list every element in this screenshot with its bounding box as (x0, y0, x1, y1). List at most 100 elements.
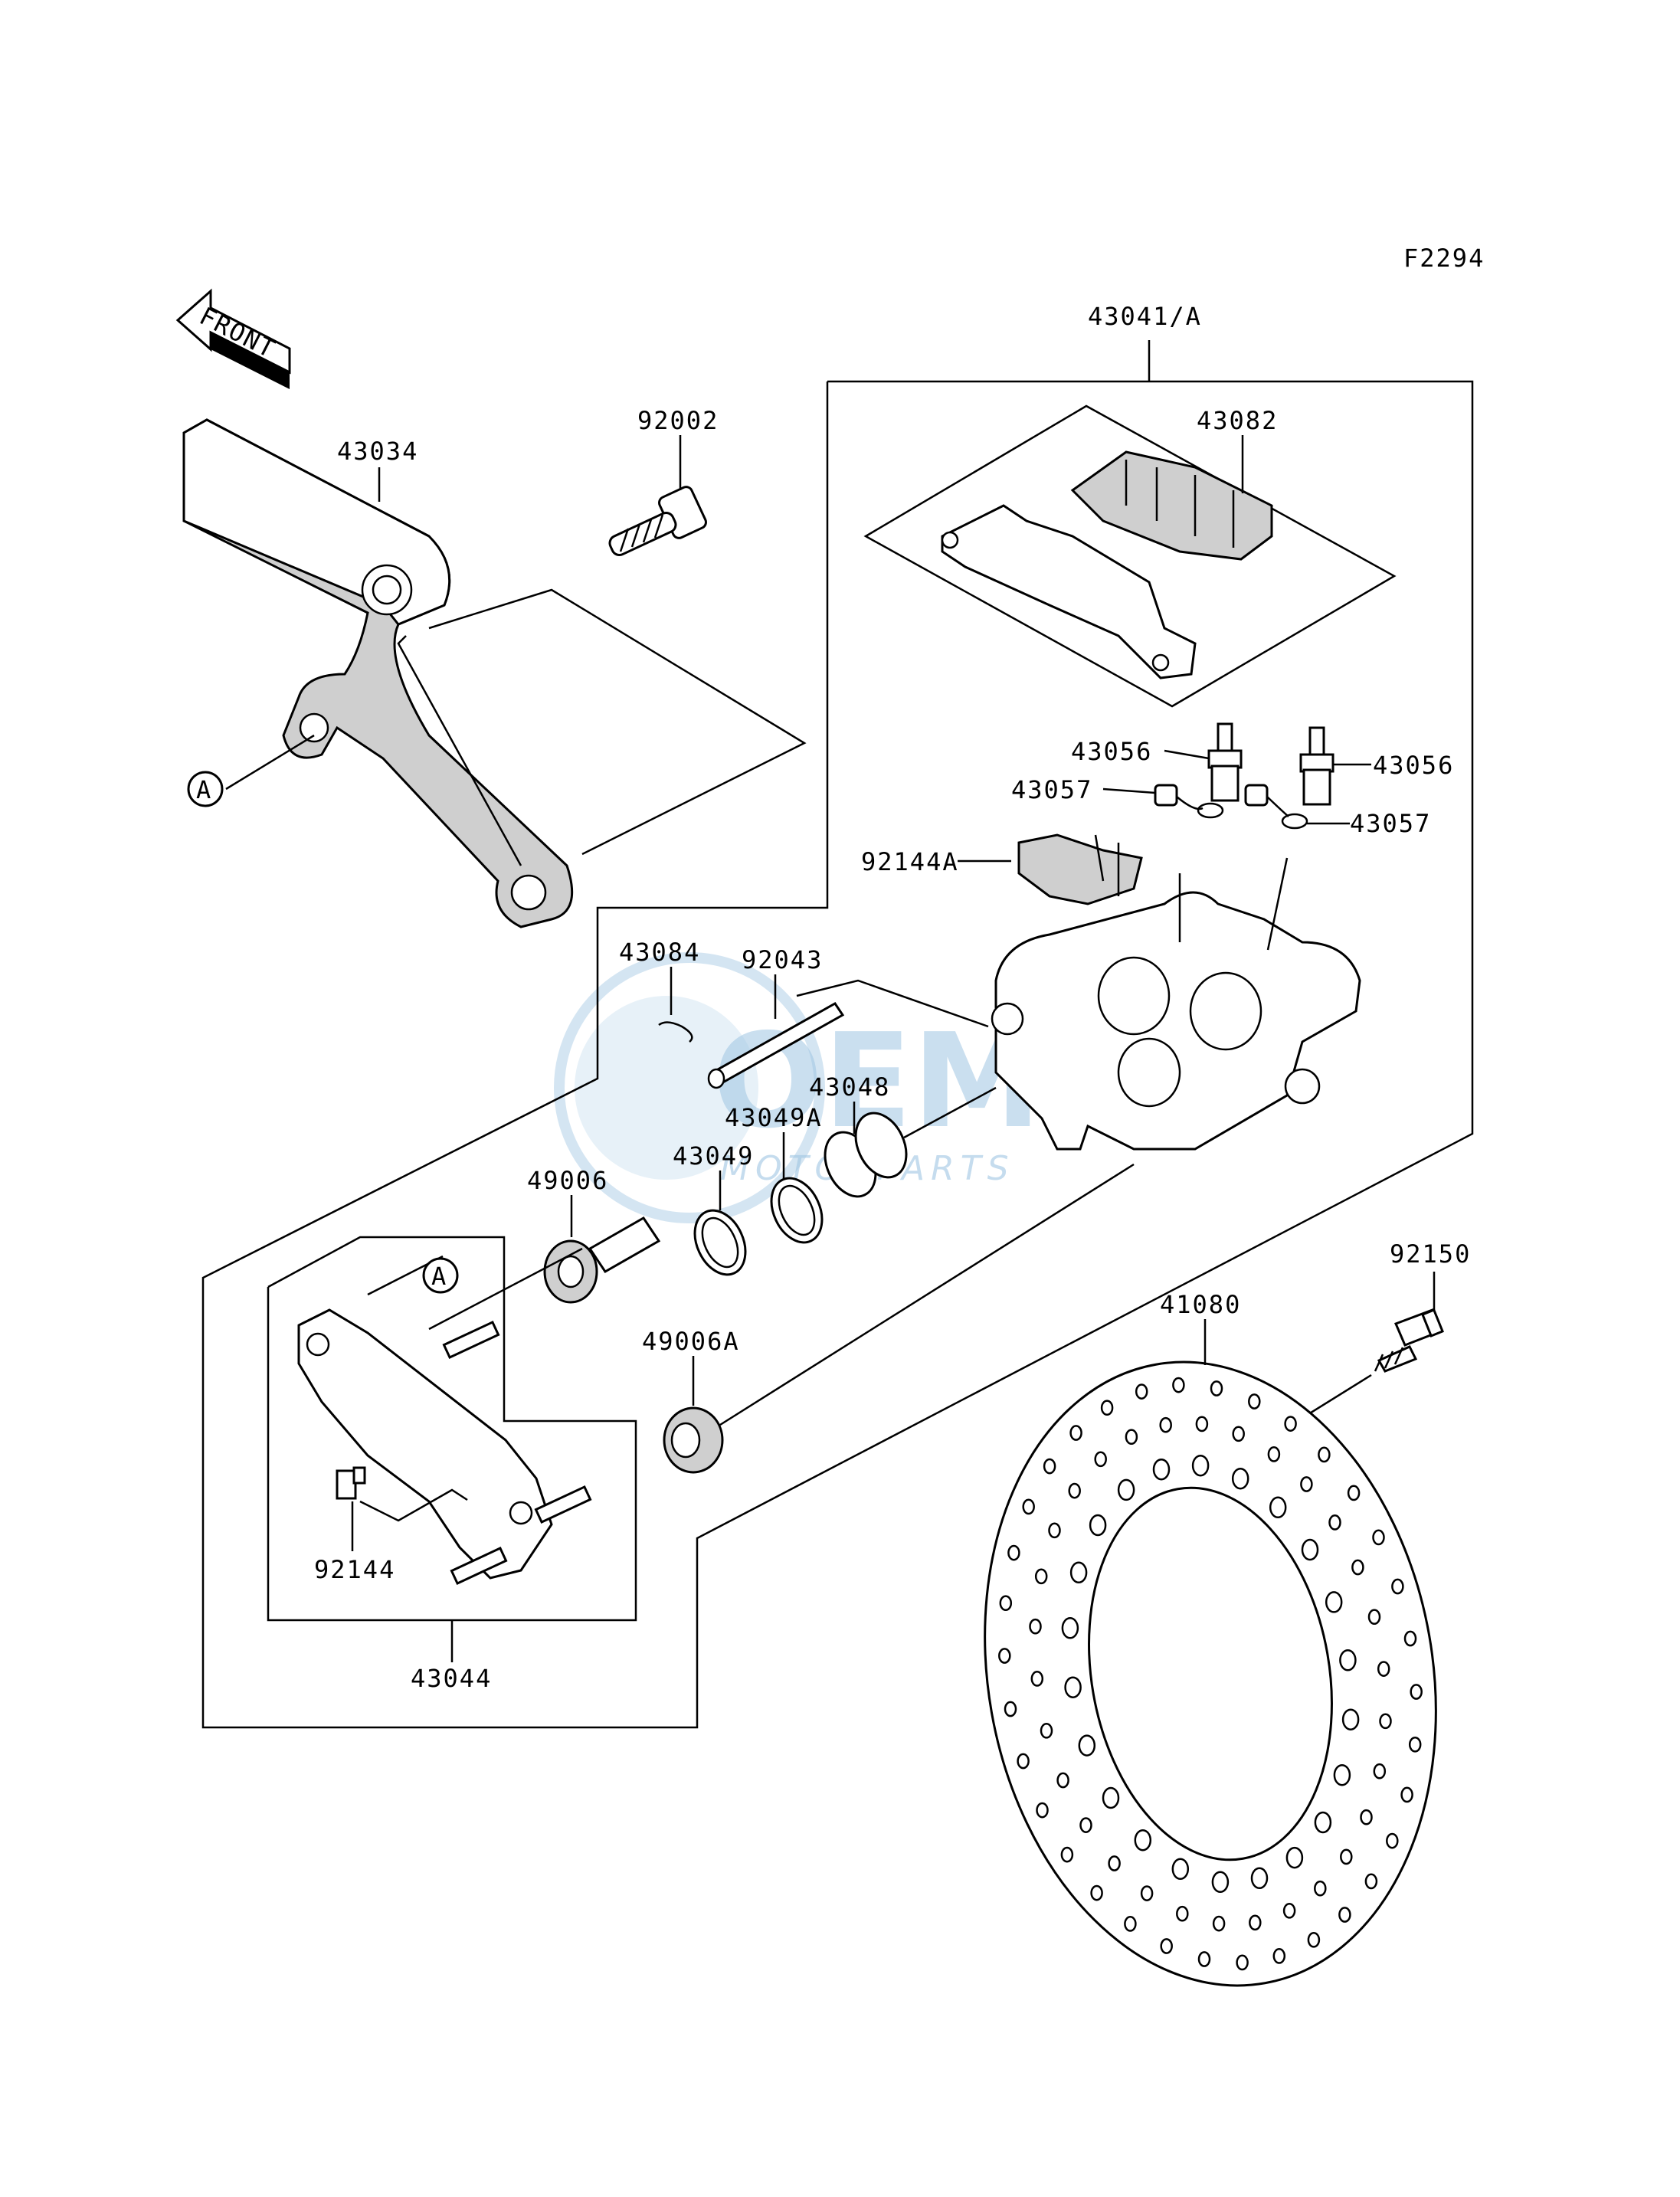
disc-hole (1364, 1873, 1378, 1890)
seal-43049 (693, 1209, 747, 1276)
disc-hole (1339, 1649, 1357, 1671)
holder-boundary (267, 1236, 637, 1622)
disc-hole (1117, 1478, 1135, 1501)
bleed-cap-left (1154, 784, 1224, 819)
label-49006A: 49006A (642, 1327, 740, 1356)
label-92144A: 92144A (861, 847, 959, 876)
disc-hole (1172, 1377, 1185, 1393)
disc-hole (1391, 1578, 1404, 1595)
disc-hole (1056, 1772, 1069, 1789)
disc-hole (1060, 1846, 1074, 1863)
label-43082: 43082 (1197, 406, 1278, 435)
label-43056-right: 43056 (1373, 751, 1454, 780)
disc-hole (1351, 1559, 1364, 1576)
disc-hole (1340, 1848, 1353, 1865)
disc-hole (1231, 1467, 1249, 1490)
disc-hole (1094, 1451, 1107, 1468)
disc-hole (1250, 1867, 1269, 1890)
disc-hole (1341, 1708, 1360, 1730)
pads-outline (863, 404, 1397, 708)
disc-hole (1379, 1713, 1392, 1730)
disc-hole (1403, 1630, 1417, 1647)
label-92002: 92002 (637, 406, 719, 435)
bleed-valve-left (1207, 722, 1243, 802)
disc-hole (1069, 1561, 1088, 1584)
disc-hole (1034, 1568, 1048, 1585)
front-arrow-icon: FRONT (175, 288, 291, 389)
disc-hole (1029, 1618, 1042, 1635)
disc-hole (1272, 1948, 1286, 1964)
pin-92043 (707, 1002, 845, 1089)
clip-43084 (658, 1021, 693, 1043)
disc-hole (1301, 1538, 1319, 1561)
disc-hole (1159, 1416, 1172, 1433)
callout-a-top: A (196, 775, 212, 804)
disc-hole (1061, 1617, 1079, 1639)
label-43084: 43084 (619, 938, 700, 967)
disc-hole (1267, 1446, 1281, 1462)
disc-hole (1410, 1684, 1423, 1700)
disc-hole (1135, 1383, 1148, 1400)
disc-hole (1100, 1400, 1114, 1416)
boot-49006 (543, 1216, 661, 1304)
disc-hole (1090, 1884, 1103, 1901)
disc-hole (1360, 1809, 1373, 1825)
disc-hole (1338, 1907, 1351, 1923)
disc-hole (1373, 1763, 1387, 1780)
disc-hole (998, 1648, 1011, 1664)
disc-hole (1040, 1722, 1053, 1739)
disc-hole (1314, 1880, 1327, 1897)
disc-hole (1408, 1736, 1422, 1753)
disc-holes (998, 1377, 1423, 1971)
disc-hole (1377, 1661, 1390, 1677)
disc-hole (1282, 1902, 1296, 1919)
disc-hole (1078, 1734, 1096, 1757)
label-92144: 92144 (314, 1555, 395, 1584)
disc-hole (1195, 1416, 1209, 1432)
bolt-92002 (608, 486, 707, 557)
disc-hole (1108, 1855, 1121, 1871)
disc-hole (1248, 1393, 1261, 1410)
caliper-assembly-boundary (201, 380, 1474, 1729)
disc-hole (1134, 1829, 1152, 1852)
disc-hole (1043, 1458, 1056, 1475)
disc-hole (1347, 1485, 1361, 1501)
label-49006: 49006 (527, 1166, 608, 1195)
label-43057-left: 43057 (1011, 775, 1092, 804)
disc-hole (1269, 1496, 1287, 1519)
bracket-43034 (182, 418, 574, 928)
disc-hole (1069, 1425, 1082, 1441)
disc-hole (1152, 1458, 1171, 1481)
disc-hole (1284, 1416, 1297, 1432)
bleed-cap-right (1244, 784, 1308, 830)
disc-hole (1048, 1522, 1061, 1539)
label-41080: 41080 (1160, 1290, 1241, 1319)
label-43057-right: 43057 (1350, 809, 1431, 838)
disc-hole (1325, 1591, 1343, 1613)
disc-hole (1236, 1954, 1249, 1971)
disc-hole (1285, 1846, 1304, 1869)
disc-hole (1030, 1671, 1044, 1687)
callout-a-bottom: A (431, 1262, 447, 1291)
label-43034: 43034 (337, 437, 418, 466)
disc-hole (1022, 1498, 1035, 1515)
pad-spring-92144a (1017, 833, 1143, 905)
disc-hole (1210, 1380, 1223, 1396)
label-43041: 43041/A (1088, 302, 1202, 331)
clip-92144 (336, 1466, 366, 1500)
disc-hole (1160, 1938, 1173, 1954)
bolt-92150 (1374, 1308, 1444, 1373)
disc-hole (1212, 1915, 1226, 1932)
disc-hole (1171, 1858, 1190, 1881)
disc-hole (1197, 1951, 1211, 1967)
label-43049A: 43049A (725, 1103, 823, 1132)
disc-hole (1089, 1514, 1107, 1537)
figure-code: F2294 (1403, 244, 1485, 273)
disc-hole (1017, 1753, 1030, 1770)
caliper-body (991, 857, 1361, 1151)
label-43048: 43048 (809, 1072, 890, 1102)
disc-hole (1300, 1476, 1313, 1492)
disc-hole (1372, 1529, 1385, 1546)
piston-43048 (824, 1112, 908, 1198)
